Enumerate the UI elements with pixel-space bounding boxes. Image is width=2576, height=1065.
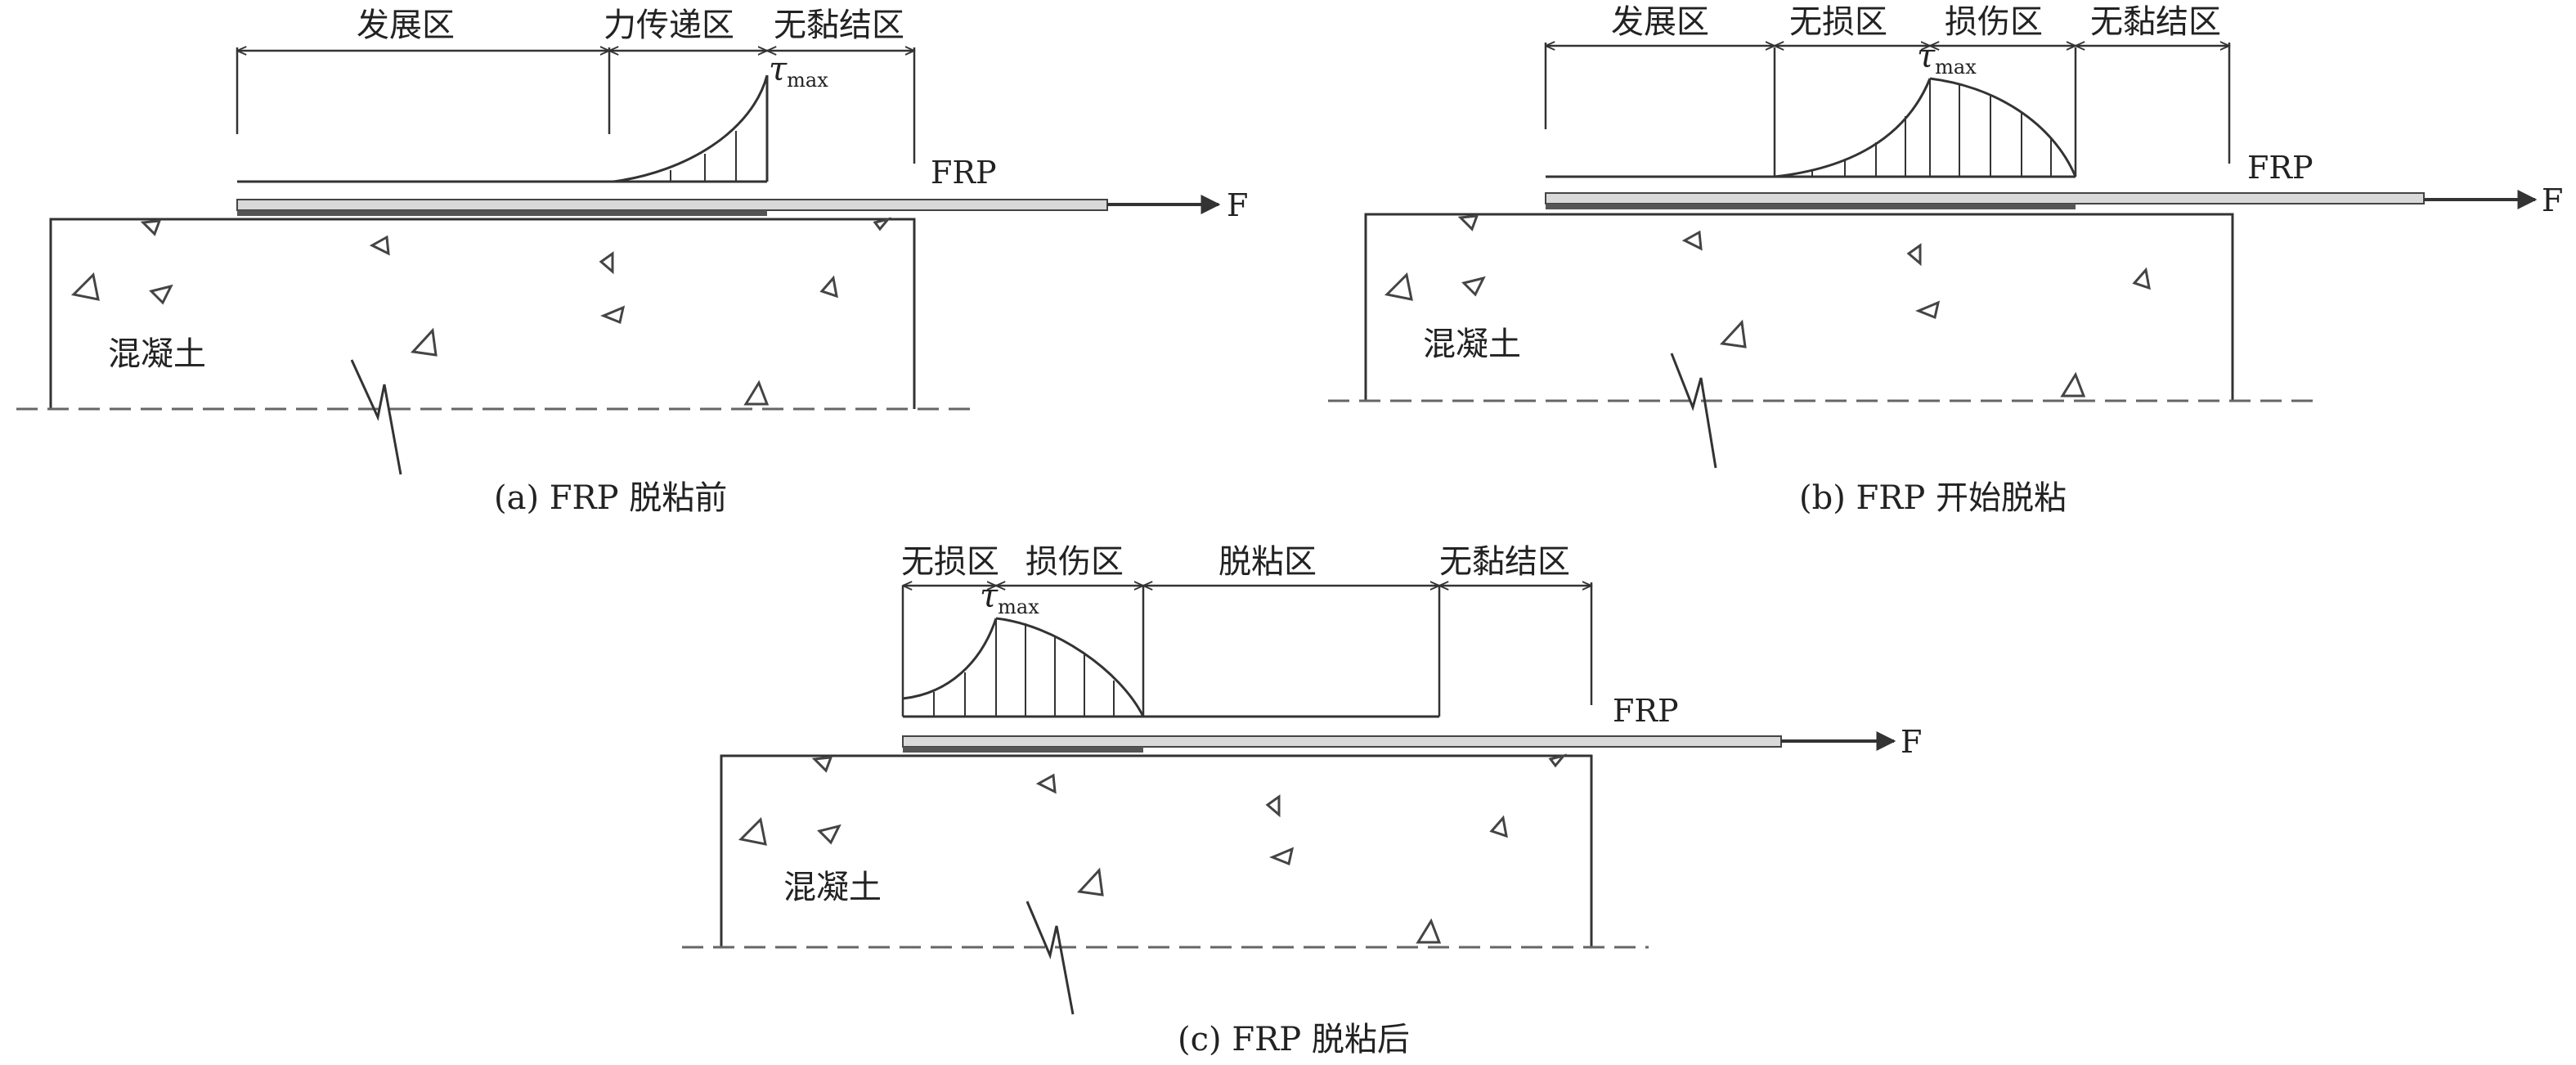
dimension-lines — [903, 582, 1593, 705]
stress-curve-softening — [1929, 77, 2077, 178]
zone-label-unbonded: 无黏结区 — [2090, 3, 2221, 41]
stress-curve-rising — [1774, 78, 1932, 178]
frp-strip — [236, 199, 1108, 211]
bonded-layer — [237, 210, 767, 216]
force-label: F — [1901, 724, 1922, 760]
concrete-label: 混凝土 — [1423, 326, 1521, 363]
tau-max-label: τmax — [980, 577, 1039, 618]
break-symbol — [1025, 901, 1075, 1015]
frp-strip — [1545, 192, 2425, 204]
zone-label-undamaged: 无损区 — [1789, 3, 1887, 41]
panel-a: 混凝土 F FRP τmax 发展区 力传递区 无黏结区 (a) FRP 脱粘前 — [16, 7, 1248, 517]
stress-curve-softening — [995, 617, 1145, 717]
break-symbol — [350, 359, 402, 475]
zone-label-development: 发展区 — [357, 7, 455, 44]
stress-hatch — [933, 618, 1115, 717]
dimension-lines — [236, 47, 916, 164]
break-symbol — [1670, 353, 1717, 469]
tau-max-label: τmax — [769, 51, 828, 92]
zone-label-development: 发展区 — [1611, 3, 1709, 41]
bonded-layer — [903, 747, 1143, 753]
aggregate-marks — [738, 753, 1568, 944]
frp-label: FRP — [2247, 150, 2313, 186]
caption-c: (c) FRP 脱粘后 — [1178, 1021, 1410, 1058]
frp-label: FRP — [931, 155, 997, 191]
aggregate-marks — [1384, 214, 2151, 398]
stress-hatch — [670, 131, 737, 182]
zone-label-unbonded: 无黏结区 — [1439, 543, 1570, 581]
stress-hatch — [1811, 79, 2052, 177]
frp-strip — [902, 735, 1782, 748]
zone-label-force-transfer: 力传递区 — [604, 7, 734, 44]
tau-max-label: τmax — [1917, 38, 1977, 79]
concrete-label: 混凝土 — [783, 869, 882, 906]
stress-curve-rising — [902, 618, 998, 700]
caption-b: (b) FRP 开始脱粘 — [1799, 479, 2067, 517]
force-label: F — [1227, 187, 1248, 223]
zone-label-unbonded: 无黏结区 — [774, 7, 904, 44]
aggregate-marks — [70, 217, 892, 406]
concrete-label: 混凝土 — [108, 335, 206, 373]
dimension-lines — [1544, 43, 2231, 164]
zone-label-damaged: 损伤区 — [1025, 543, 1124, 581]
panel-c: 混凝土 F FRP τmax 无损区 损伤区 脱 — [682, 543, 1922, 1058]
panel-b: 混凝土 F FRP τmax 发 — [1328, 3, 2563, 517]
concrete-block — [720, 754, 1593, 947]
stress-curve — [613, 74, 769, 183]
concrete-block — [49, 218, 916, 409]
force-label: F — [2542, 182, 2563, 218]
frp-label: FRP — [1613, 693, 1679, 729]
concrete-block — [1364, 213, 2234, 401]
zone-label-undamaged: 无损区 — [901, 543, 999, 581]
zone-label-debonded: 脱粘区 — [1218, 543, 1317, 581]
caption-a: (a) FRP 脱粘前 — [494, 479, 727, 517]
zone-label-damaged: 损伤区 — [1945, 3, 2043, 41]
bonded-layer — [1546, 204, 2076, 209]
